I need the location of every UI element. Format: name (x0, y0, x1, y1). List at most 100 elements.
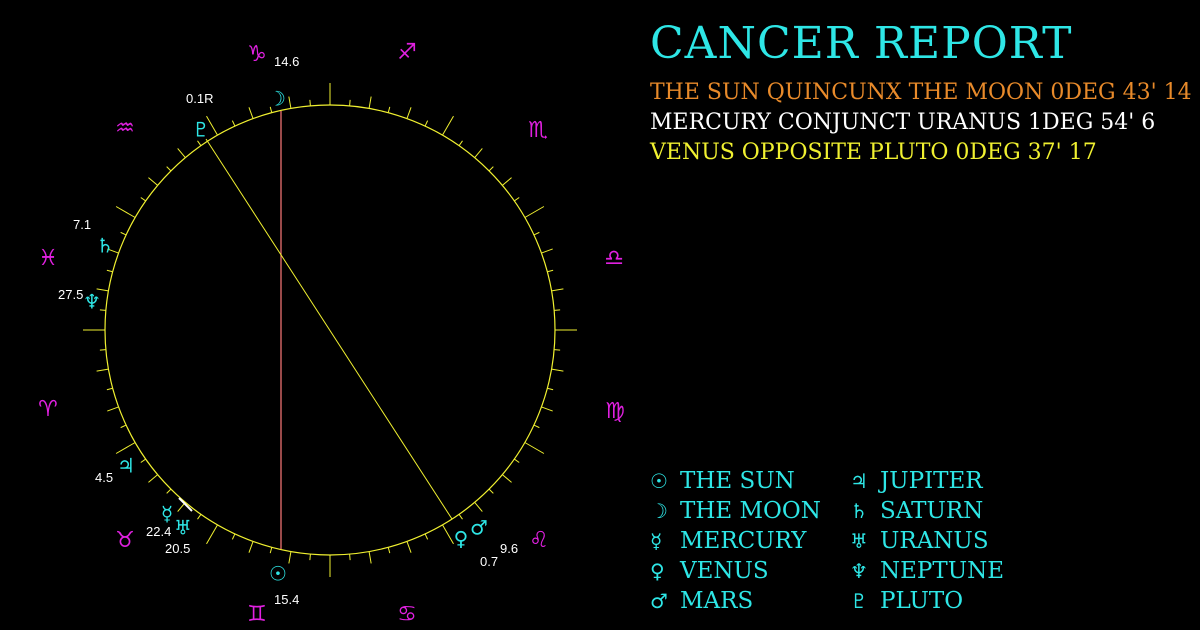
mercury-degree-label: 22.4 (146, 524, 171, 539)
wheel-tick (514, 458, 520, 463)
jupiter-degree-label: 4.5 (95, 470, 113, 485)
moon-icon: ☽ (268, 87, 286, 111)
wheel-tick (524, 206, 545, 218)
wheel-tick (269, 106, 273, 113)
cancer-icon: ♋ (397, 602, 417, 627)
neptune-icon: ♆ (83, 290, 101, 314)
legend-item-neptune: ♆ NEPTUNE (850, 558, 1004, 584)
aspect-line-mercury-uranus: MERCURY CONJUNCT URANUS 1DEG 54' 6 (650, 110, 1156, 135)
zodiac-chart-wheel: ♑ ♐ ♏ ♎ ♍ ♌ ♋ ♊ ♉ ♈ ♓ ♒ ☽ ♇ ♄ ♆ ♃ ☿ ♅ ☉ … (38, 40, 625, 627)
legend-item-uranus: ♅URANUS (850, 528, 989, 554)
wheel-tick (474, 148, 483, 158)
wheel-tick (288, 96, 292, 109)
wheel-tick (166, 488, 172, 494)
wheel-tick (424, 533, 429, 540)
wheel-tick (309, 554, 311, 561)
moon-degree-label: 14.6 (274, 54, 299, 69)
saturn-icon: ♄ (96, 234, 114, 258)
wheel-tick (502, 177, 512, 186)
wheel-tick (554, 349, 561, 351)
jupiter-icon: ♃ (850, 469, 868, 493)
mars-icon: ♂ (470, 516, 488, 540)
wheel-tick (288, 551, 292, 564)
uranus-position-marker (178, 497, 193, 512)
legend-item-pluto: ♇PLUTO (850, 588, 963, 614)
pluto-icon: ♇ (192, 118, 210, 142)
wheel-tick (96, 288, 109, 292)
wheel-tick (148, 177, 158, 186)
wheel-tick (140, 458, 146, 463)
wheel-tick (488, 166, 494, 172)
venus-icon: ♀ (650, 559, 665, 583)
taurus-icon: ♉ (115, 528, 135, 553)
wheel-tick (99, 309, 106, 311)
scorpio-icon: ♏ (528, 118, 548, 143)
wheel-tick (349, 554, 351, 561)
capricorn-icon: ♑ (247, 42, 267, 67)
wheel-tick (231, 533, 236, 540)
wheel-tick (197, 140, 202, 146)
legend-item-jupiter: ♃JUPITER (850, 468, 983, 494)
neptune-icon: ♆ (850, 559, 868, 583)
legend-label: URANUS (880, 528, 989, 554)
libra-icon: ♎ (604, 246, 624, 271)
wheel-tick (115, 206, 136, 218)
legend-item-sun: ☉ THE SUN (650, 468, 795, 494)
neptune-degree-label: 27.5 (58, 287, 83, 302)
wheel-tick (107, 248, 119, 254)
pluto-degree-label: 0.1R (186, 91, 213, 106)
wheel-tick (387, 106, 391, 113)
wheel-tick (248, 541, 254, 553)
wheel-tick (554, 309, 561, 311)
wheel-tick (406, 107, 412, 119)
legend-item-saturn: ♄ SATURN (850, 498, 983, 524)
wheel-tick (248, 107, 254, 119)
wheel-tick (107, 406, 119, 412)
wheel-tick (541, 248, 553, 254)
aspect-line-venus-pluto: VENUS OPPOSITE PLUTO 0DEG 37' 17 (650, 140, 1097, 165)
virgo-icon: ♍ (605, 399, 625, 424)
mercury-icon: ☿ (161, 502, 173, 526)
wheel-tick (458, 140, 463, 146)
legend-label: THE SUN (680, 468, 795, 494)
wheel-tick (269, 547, 273, 554)
sun-icon: ☉ (650, 469, 668, 493)
legend-label: MARS (680, 588, 754, 614)
wheel-tick (551, 288, 564, 292)
wheel-tick (206, 115, 218, 136)
saturn-icon: ♄ (850, 499, 868, 523)
wheel-circle (104, 104, 556, 556)
legend-label: NEPTUNE (880, 558, 1005, 584)
wheel-tick (442, 524, 454, 545)
aries-icon: ♈ (38, 397, 58, 422)
wheel-tick (140, 197, 146, 202)
venus-degree-label: 0.7 (480, 554, 498, 569)
legend-label: PLUTO (880, 588, 964, 614)
wheel-tick (96, 368, 109, 372)
legend-label: MERCURY (680, 528, 807, 554)
wheel-tick (524, 442, 545, 454)
wheel-tick (206, 524, 218, 545)
wheel-tick (502, 474, 512, 483)
wheel-tick (541, 406, 553, 412)
wheel-tick (387, 547, 391, 554)
sagittarius-icon: ♐ (397, 40, 417, 65)
wheel-tick (514, 197, 520, 202)
pisces-icon: ♓ (38, 246, 58, 271)
mars-icon: ♂ (650, 589, 668, 613)
wheel-tick (442, 115, 454, 136)
wheel-tick (99, 349, 106, 351)
wheel-tick (368, 551, 372, 564)
legend-label: THE MOON (680, 498, 821, 524)
wheel-tick (349, 99, 351, 106)
legend-item-mercury: ☿ MERCURY (650, 528, 806, 554)
opposition-aspect-line (205, 138, 453, 520)
wheel-tick (551, 368, 564, 372)
venus-icon: ♀ (454, 527, 469, 551)
legend-label: VENUS (680, 558, 769, 584)
legend-item-moon: ☽THE MOON (650, 498, 821, 524)
wheel-tick (406, 541, 412, 553)
legend-label: SATURN (880, 498, 984, 524)
mercury-icon: ☿ (650, 529, 663, 553)
wheel-tick (309, 99, 311, 106)
